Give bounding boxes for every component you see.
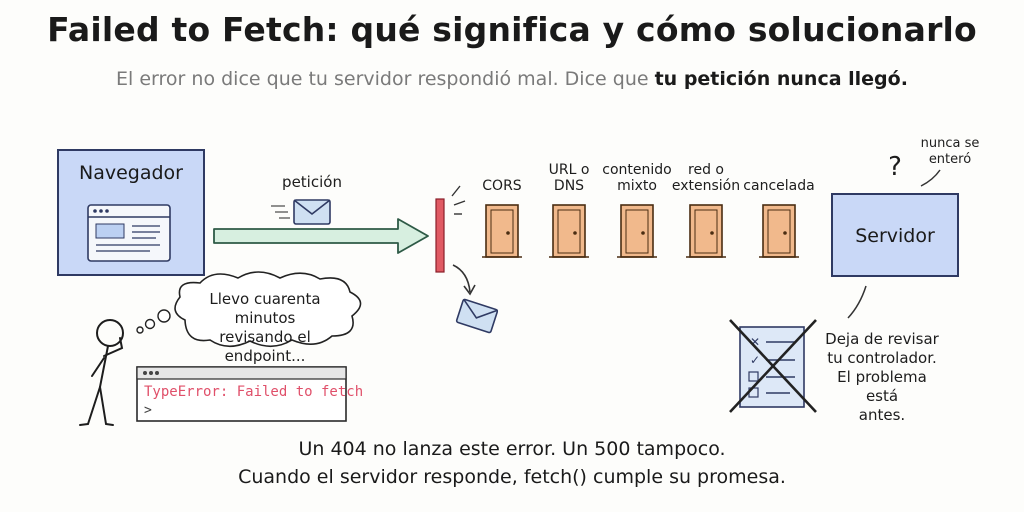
thought-bubble-text: Llevo cuarenta minutos revisando el endp…: [209, 290, 321, 365]
envelope-icon: [271, 199, 331, 225]
advice-pointer: [847, 285, 867, 319]
bounced-envelope-icon: [452, 264, 499, 334]
door-icon: [549, 204, 589, 258]
server-box: [831, 193, 959, 277]
page-title: Failed to Fetch: qué significa y cómo so…: [47, 10, 977, 49]
note-pointer: [920, 169, 941, 187]
svg-text:✕: ✕: [750, 335, 760, 349]
stick-figure: [79, 319, 124, 426]
svg-text:✓: ✓: [750, 353, 760, 367]
door-icon: [482, 204, 522, 258]
console-error-text: TypeError: Failed to fetch: [144, 384, 364, 400]
console-window: [136, 366, 347, 422]
browser-box: [57, 149, 205, 276]
server-label: Servidor: [855, 225, 935, 247]
browser-label: Navegador: [79, 162, 183, 184]
page-subtitle: El error no dice que tu servidor respond…: [0, 68, 1024, 90]
request-label: petición: [282, 173, 342, 191]
door-icon: [686, 204, 726, 258]
door-label-cancelled: cancelada: [743, 178, 815, 194]
blocking-wall: [435, 185, 466, 273]
browser-window-icon: [87, 204, 171, 262]
door-label-network-extension: red o extensión: [671, 162, 741, 194]
advice-note: Deja de revisar tu controlador. El probl…: [825, 330, 939, 424]
checklist-icon: ✕ ✓: [729, 319, 817, 413]
door-label-url-dns: URL o DNS: [548, 162, 590, 194]
footer-line-2: Cuando el servidor responde, fetch() cum…: [238, 466, 786, 488]
footer-line-1: Un 404 no lanza este error. Un 500 tampo…: [298, 438, 726, 460]
subtitle-emphasis: tu petición nunca llegó.: [654, 68, 908, 90]
door-icon: [617, 204, 657, 258]
question-mark: ?: [888, 152, 902, 182]
subtitle-lead: El error no dice que tu servidor respond…: [116, 68, 655, 90]
door-label-mixed-content: contenido mixto: [602, 162, 672, 194]
never-knew-note: nunca se enteró: [920, 136, 980, 167]
door-icon: [759, 204, 799, 258]
request-arrow: [213, 218, 429, 254]
thought-bubble: [136, 271, 362, 348]
console-prompt: >: [144, 403, 152, 418]
door-label-cors: CORS: [482, 178, 522, 194]
